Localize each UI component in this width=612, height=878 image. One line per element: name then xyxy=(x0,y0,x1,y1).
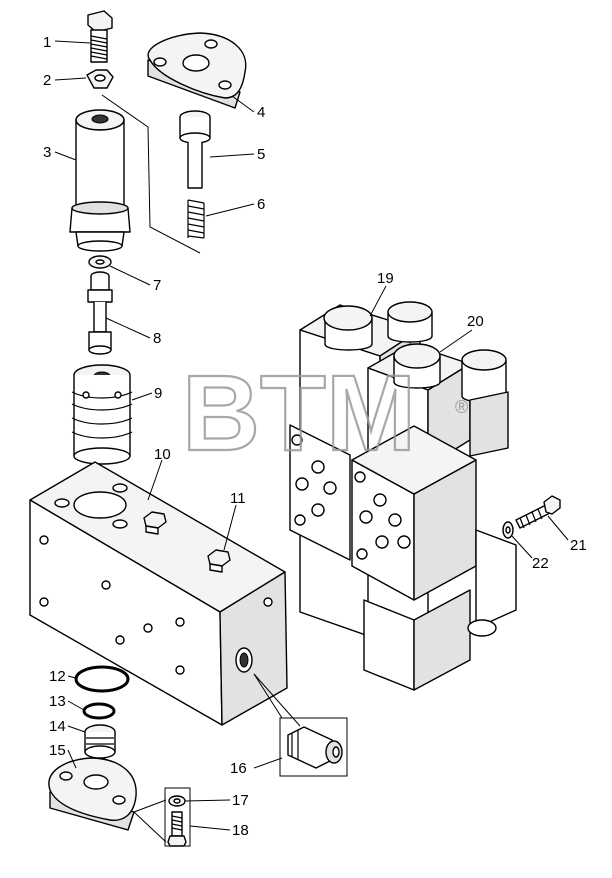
part-3-housing xyxy=(69,109,131,252)
callout-7: 7 xyxy=(153,277,161,294)
callout-13: 13 xyxy=(49,693,66,710)
callout-12: 12 xyxy=(49,668,66,685)
part-5-plunger xyxy=(179,110,211,189)
part-13-o-ring xyxy=(82,702,116,720)
part-16-fitting xyxy=(279,717,348,777)
callout-15: 15 xyxy=(49,742,66,759)
callout-labels: 1 2 3 4 5 6 7 8 9 10 11 12 13 14 15 16 1… xyxy=(43,34,587,839)
part-8-spool xyxy=(87,271,113,355)
callout-9: 9 xyxy=(154,385,162,402)
part-6-spring xyxy=(187,199,205,239)
callout-21: 21 xyxy=(570,537,587,554)
callout-5: 5 xyxy=(257,146,265,163)
watermark-text: BTM xyxy=(182,352,416,473)
part-11-plug xyxy=(143,511,231,573)
callout-17: 17 xyxy=(232,792,249,809)
part-21-screw xyxy=(515,495,561,529)
part-2-nut xyxy=(86,69,114,89)
callout-19: 19 xyxy=(377,270,394,287)
callout-20: 20 xyxy=(467,313,484,330)
part-22-washer xyxy=(502,521,514,539)
part-4-flange xyxy=(147,32,247,109)
callout-6: 6 xyxy=(257,196,265,213)
part-17-washer xyxy=(168,795,186,807)
callout-14: 14 xyxy=(49,718,66,735)
watermark-registered-symbol: ® xyxy=(455,397,468,417)
callout-16: 16 xyxy=(230,760,247,777)
assembly-line-2-6 xyxy=(101,94,201,254)
callout-22: 22 xyxy=(532,555,549,572)
part-19-20-solenoid-assembly xyxy=(289,301,517,691)
part-10-valve-body xyxy=(29,461,288,726)
callout-4: 4 xyxy=(257,104,265,121)
part-14-plug xyxy=(84,724,116,759)
callout-10: 10 xyxy=(154,446,171,463)
part-15-flange xyxy=(48,757,137,831)
part-9-sleeve xyxy=(71,364,133,465)
callout-1: 1 xyxy=(43,34,51,51)
callout-8: 8 xyxy=(153,330,161,347)
part-18-bolt xyxy=(164,787,191,847)
callout-3: 3 xyxy=(43,144,51,161)
part-1-bolt xyxy=(87,10,113,63)
callout-2: 2 xyxy=(43,72,51,89)
callout-18: 18 xyxy=(232,822,249,839)
part-7-washer xyxy=(88,255,112,269)
part-12-o-ring xyxy=(74,665,130,693)
callout-11: 11 xyxy=(230,490,246,507)
leader-lines xyxy=(54,40,569,843)
